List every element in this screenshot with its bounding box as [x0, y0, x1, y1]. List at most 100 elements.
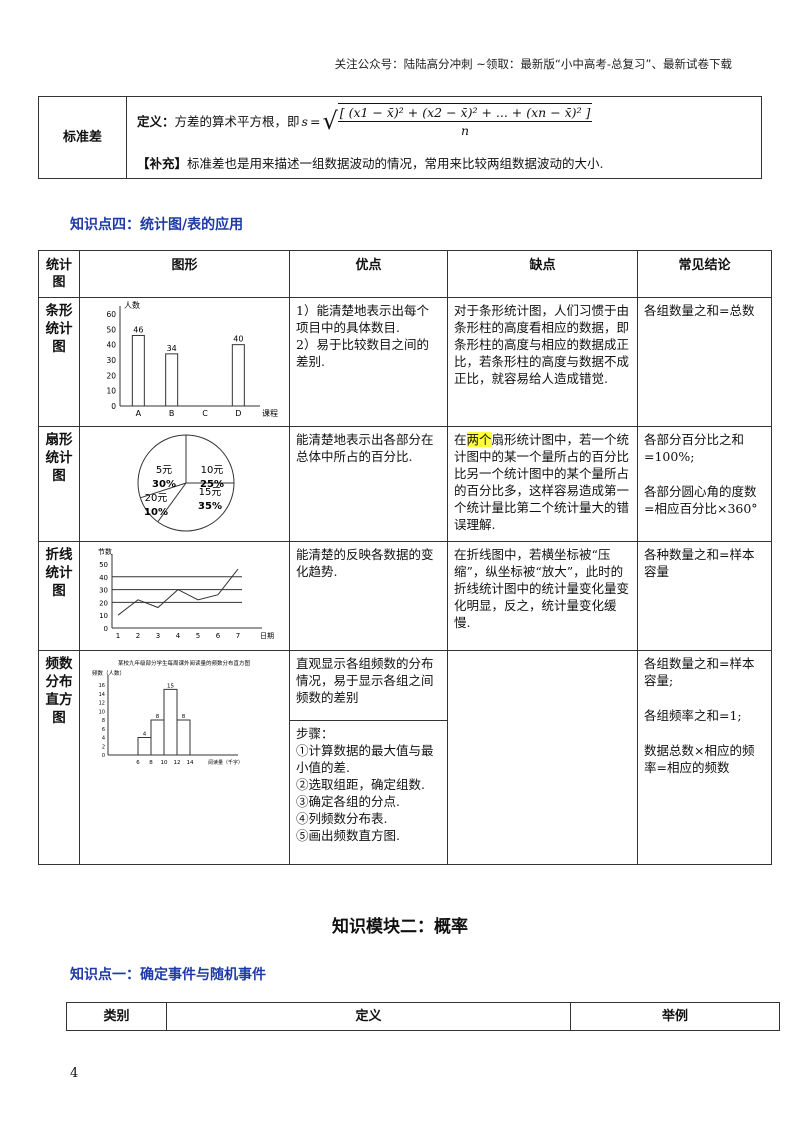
y-tick-label: 20	[99, 599, 108, 607]
y-axis-label: 节数	[98, 547, 112, 556]
y-tick-label: 10	[99, 612, 108, 620]
histogram-bar	[137, 737, 152, 756]
hist-steps: 步骤： ①计算数据的最大值与最小值的差. ②选取组距，确定组数. ③确定各组的分…	[289, 720, 448, 865]
bar	[231, 344, 245, 407]
formula-fraction: [ (x1 − x̄)² + (x2 − x̄)² + ... + (xn − …	[337, 103, 593, 139]
chart-title: 某校九年级部分学生每周课外阅读量的频数分布直方图	[118, 659, 251, 667]
data-label: 46	[133, 325, 143, 334]
pie-advantages: 能清楚地表示出各部分在总体中所占的百分比.	[289, 426, 448, 542]
x-axis-label: 课程	[262, 409, 278, 418]
x-tick-label: 12	[174, 760, 181, 766]
header-figure: 图形	[79, 250, 290, 298]
y-tick-label: 30	[99, 587, 108, 595]
sqrt-sign: √	[322, 107, 338, 135]
bar-disadvantages: 对于条形统计图，人们习惯于由条形柱的高度看相应的数据，即条形柱的高度与相应的数据…	[447, 297, 638, 427]
data-label: 4	[143, 732, 147, 738]
pie-conclusion-1: 各部分百分比之和=100%;	[644, 432, 745, 464]
y-tick-label: 20	[106, 371, 116, 380]
steps-title: 步骤：	[296, 726, 334, 741]
hist-disadvantages	[447, 650, 638, 865]
hist-figure: 某校九年级部分学生每周课外阅读量的频数分布直方图频数（人数） 阅读量（千字） 0 2 4…	[79, 650, 290, 865]
step-5: ⑤画出频数直方图.	[296, 828, 400, 843]
pie-conclusion-2: 各部分圆心角的度数=相应百分比×360°	[644, 484, 758, 516]
pie-slice-label: 10元	[201, 465, 224, 476]
x-axis-label: 日期	[260, 632, 274, 640]
x-tick-label: 3	[156, 632, 160, 640]
std-definition: 定义： 方差的算术平方根，即 s = √ [ (x1 − x̄)² + (x2 …	[137, 103, 593, 139]
line-advantages: 能清楚的反映各数据的变化趋势.	[289, 541, 448, 651]
formula-denominator: n	[461, 123, 470, 138]
pie-slice-label: 5元	[156, 465, 172, 476]
step-4: ④列频数分布表.	[296, 811, 388, 826]
x-tick-label: 7	[236, 632, 240, 640]
supp-text: 标准差也是用来描述一组数据波动的情况，常用来比较两组数据波动的大小.	[187, 156, 604, 171]
y-tick-label: 0	[111, 402, 116, 411]
bar-label: 条形统计图	[38, 297, 80, 427]
y-tick-label: 10	[106, 387, 116, 396]
x-tick-label: 14	[187, 760, 194, 766]
formula-s: s	[301, 113, 308, 129]
y-axis-label: 人数	[124, 300, 140, 310]
pie-slice-border	[157, 482, 187, 523]
y-tick-label: 0	[102, 753, 105, 759]
std-label: 标准差	[38, 96, 127, 179]
line-series	[117, 568, 239, 616]
x-tick-label: 5	[196, 632, 200, 640]
y-tick-label: 12	[99, 701, 105, 707]
y-tick-label: 2	[102, 744, 105, 750]
hist-conclusion-3: 数据总数×相应的频率=相应的频数	[644, 743, 755, 775]
data-label: 40	[233, 335, 243, 344]
hist-conclusion-1: 各组数量之和=样本容量;	[644, 656, 755, 688]
x-tick-label: 8	[149, 760, 153, 766]
data-label: 34	[167, 344, 177, 353]
y-tick-label: 10	[99, 709, 105, 715]
y-tick-label: 0	[104, 625, 108, 633]
formula-numerator: [ (x1 − x̄)² + (x2 − x̄)² + ... + (xn − …	[337, 105, 593, 122]
row-hist-steps: 步骤： ①计算数据的最大值与最小值的差. ②选取组距，确定组数. ③确定各组的分…	[39, 720, 772, 865]
header-disadvantages: 缺点	[447, 250, 638, 298]
bar-advantages: 1）能清楚地表示出每个项目中的具体数目. 2）易于比较数目之间的差别.	[289, 297, 448, 427]
kp1-title: 知识点一：确定事件与随机事件	[70, 967, 266, 983]
bar-conclusion: 各组数量之和=总数	[637, 297, 772, 427]
y-axis-label: 频数（人数）	[92, 669, 125, 677]
x-tick-label: 1	[116, 632, 120, 640]
data-label: 8	[182, 714, 186, 720]
highlight-text: 两个	[466, 432, 492, 447]
y-tick-label: 60	[106, 310, 116, 319]
std-supplement: 【补充】标准差也是用来描述一组数据波动的情况，常用来比较两组数据波动的大小.	[137, 155, 751, 172]
data-label: 8	[156, 714, 160, 720]
y-tick-label: 8	[102, 718, 105, 724]
y-tick-label: 30	[106, 356, 116, 365]
y-tick-label: 6	[102, 727, 105, 733]
event-table: 类别 定义 举例	[66, 1002, 780, 1031]
y-tick-label: 40	[99, 574, 108, 582]
pie-slice-value: 35%	[198, 501, 222, 512]
row-hist: 频数分布直方图 某校九年级部分学生每周课外阅读量的频数分布直方图频数（人数）阅读…	[38, 650, 772, 865]
def-prefix: 定义：	[137, 113, 175, 129]
x-tick-label: 4	[176, 632, 181, 640]
histogram-bar	[150, 719, 165, 756]
pie-slice-border	[140, 482, 187, 499]
line-disadvantages: 在折线图中，若横坐标被“压缩”，纵坐标被“放大”，此时的折线统计图中的统计量变化…	[447, 541, 638, 651]
bar	[165, 353, 179, 407]
x-tick-label: 2	[136, 632, 140, 640]
std-table: 标准差 定义： 方差的算术平方根，即 s = √ [ (x1 − x̄)² + …	[38, 96, 762, 179]
hist-advantages: 直观显示各组频数的分布情况，易于显示各组之间频数的差别	[289, 650, 448, 721]
header-conclusions: 常见结论	[637, 250, 772, 298]
header-example: 举例	[570, 1002, 780, 1031]
x-tick-label: A	[136, 409, 142, 418]
pie-disadvantages: 在两个扇形统计图中，若一个统计图中的某一个量所占的百分比比另一个统计图中的某个量…	[447, 426, 638, 542]
x-axis-label: 阅读量（千字）	[208, 759, 243, 766]
hist-conclusion: 各组数量之和=样本容量; 各组频率之和=1; 数据总数×相应的频率=相应的频数	[637, 650, 772, 865]
histogram-bar	[176, 719, 191, 756]
